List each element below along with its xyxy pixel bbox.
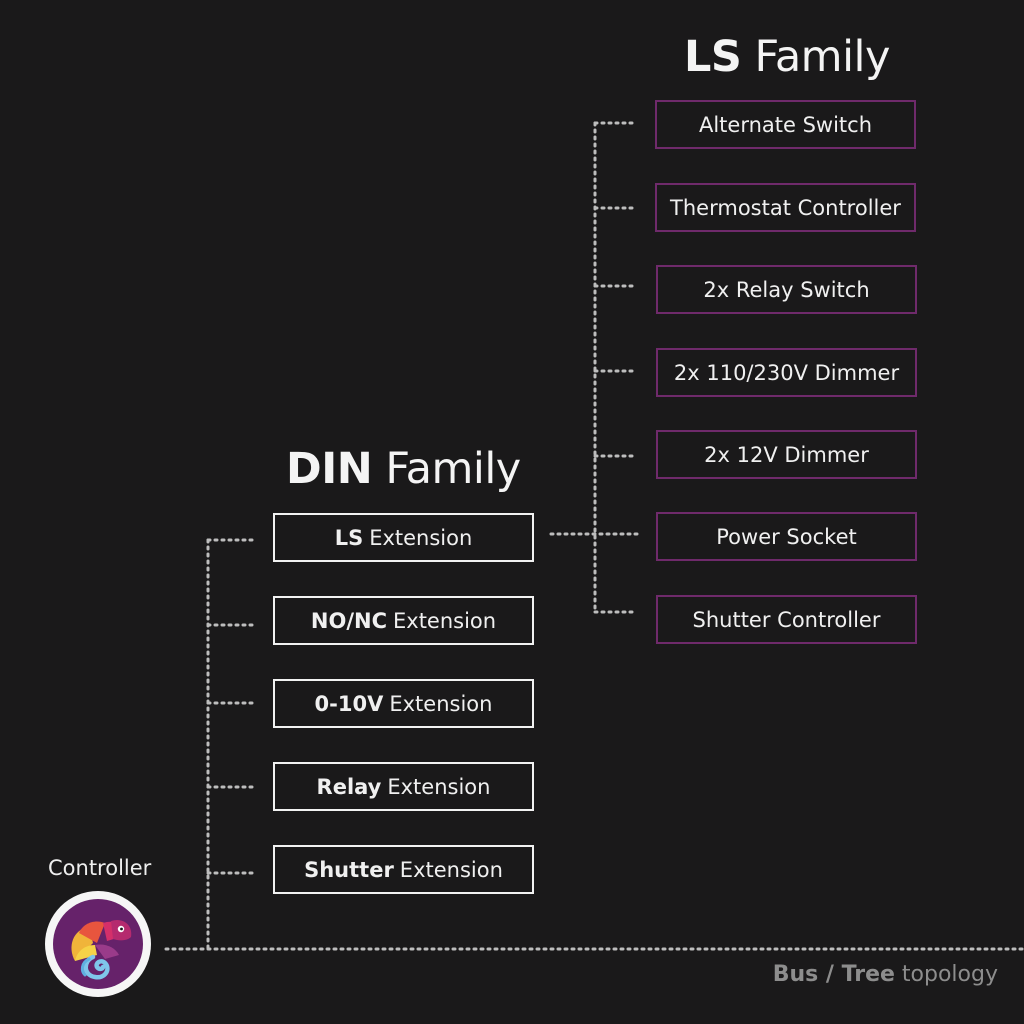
din-shutter-extension[interactable]: Shutter Extension: [273, 845, 534, 894]
ls-device-shutter-controller[interactable]: Shutter Controller: [656, 595, 917, 644]
din-extension-rest: Extension: [389, 691, 493, 716]
din-extension-rest: Extension: [369, 525, 473, 550]
din-extension-rest: Extension: [399, 857, 503, 882]
ls-device-power-socket[interactable]: Power Socket: [656, 512, 917, 561]
din-relay-extension[interactable]: Relay Extension: [273, 762, 534, 811]
ls-family-title-rest: Family: [754, 32, 891, 82]
ls-device-label: Alternate Switch: [698, 112, 873, 137]
din-extension-bold: LS: [334, 525, 364, 550]
din-family-title-rest: Family: [385, 444, 521, 494]
ls-device-110-230v-dimmer[interactable]: 2x 110/230V Dimmer: [656, 348, 917, 397]
ls-device-thermostat-controller[interactable]: Thermostat Controller: [655, 183, 916, 232]
ls-device-relay-switch[interactable]: 2x Relay Switch: [656, 265, 917, 314]
ls-device-label: Thermostat Controller: [670, 195, 901, 220]
din-extension-bold: NO/NC: [310, 608, 387, 633]
topology-caption-rest: topology: [901, 962, 998, 987]
din-extension-rest: Extension: [393, 608, 497, 633]
din-no-nc-extension[interactable]: NO/NC Extension: [273, 596, 534, 645]
ls-device-label: 2x 110/230V Dimmer: [673, 360, 900, 385]
ls-device-alternate-switch[interactable]: Alternate Switch: [655, 100, 916, 149]
ls-device-label: 2x Relay Switch: [703, 277, 870, 302]
ls-family-title-bold: LS: [684, 32, 742, 82]
din-extension-bold: 0-10V: [314, 691, 384, 716]
topology-caption-bold: Bus / Tree: [772, 962, 895, 987]
din-extension-bold: Relay: [316, 774, 382, 799]
topology-caption: Bus / Tree topology: [773, 962, 998, 987]
ls-family-title: LS Family: [684, 32, 890, 82]
ls-device-label: 2x 12V Dimmer: [704, 442, 869, 467]
din-extension-rest: Extension: [387, 774, 491, 799]
din-extension-bold: Shutter: [304, 857, 394, 882]
controller-node[interactable]: [45, 891, 151, 997]
controller-label: Controller: [48, 856, 152, 880]
chameleon-logo-icon: [53, 899, 143, 989]
ls-device-12v-dimmer[interactable]: 2x 12V Dimmer: [656, 430, 917, 479]
din-0-10v-extension[interactable]: 0-10V Extension: [273, 679, 534, 728]
ls-device-label: Shutter Controller: [692, 607, 881, 632]
ls-device-label: Power Socket: [716, 524, 857, 549]
din-family-title: DIN Family: [286, 444, 521, 494]
din-ls-extension[interactable]: LS Extension: [273, 513, 534, 562]
din-family-title-bold: DIN: [286, 444, 373, 494]
